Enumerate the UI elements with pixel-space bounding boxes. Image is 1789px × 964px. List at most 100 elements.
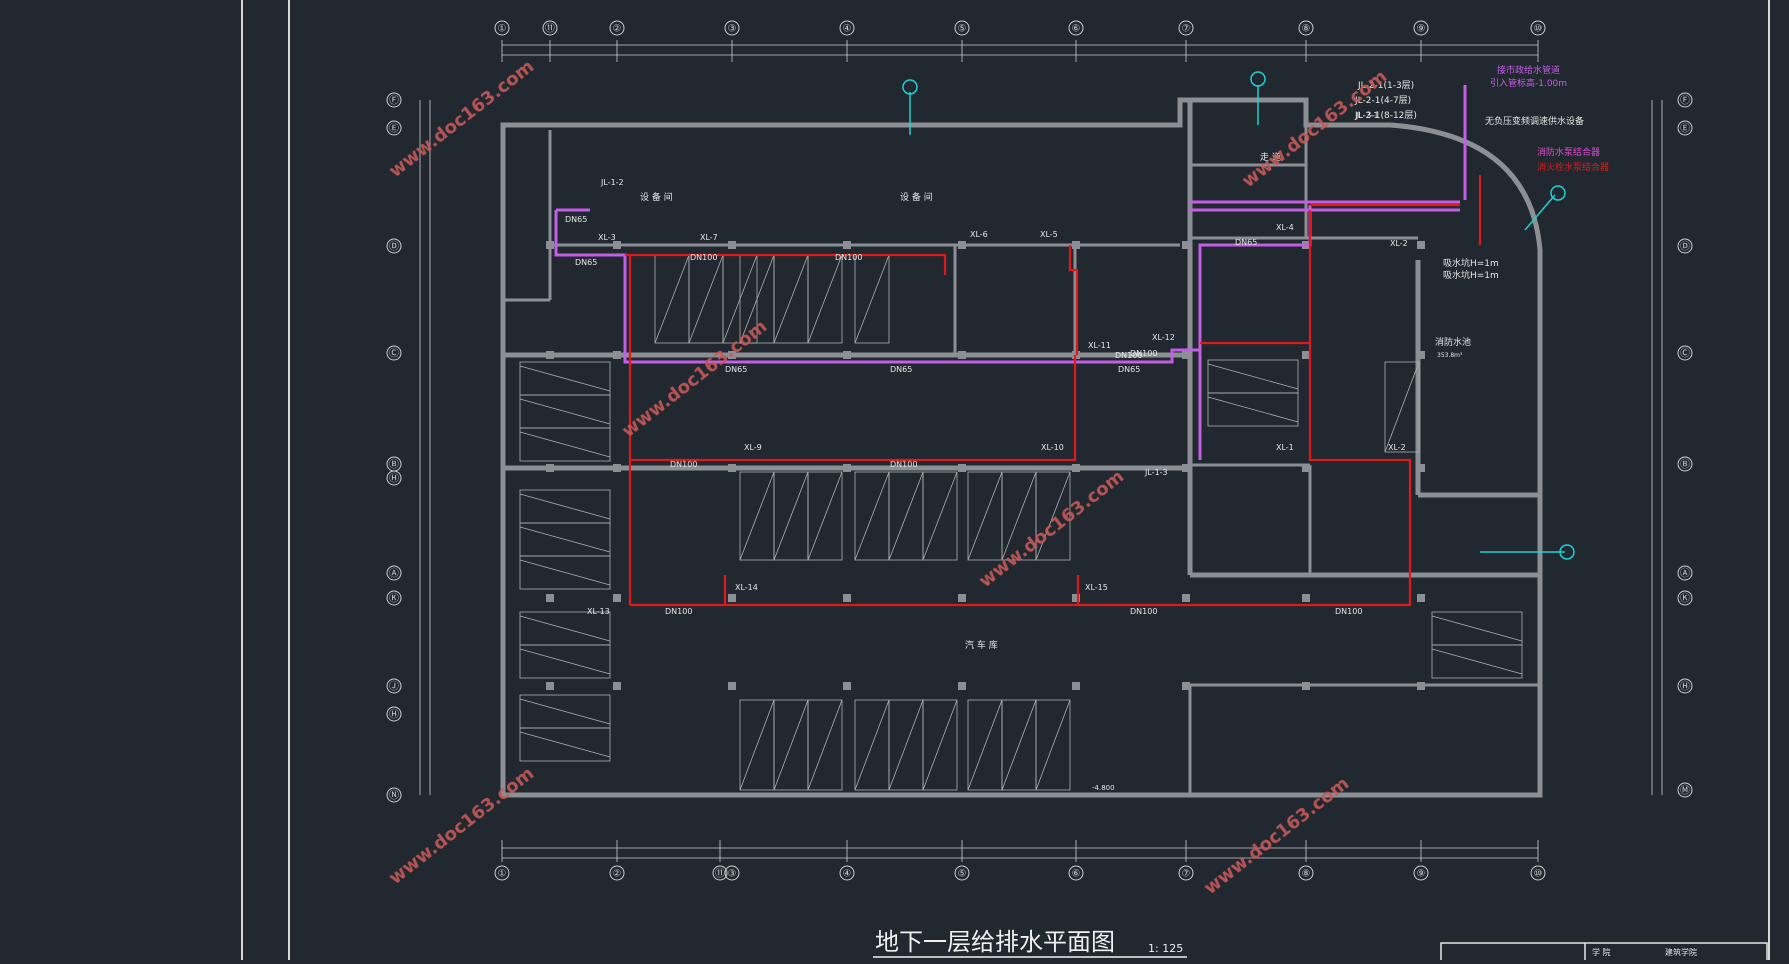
axis-bubble-left (386, 470, 402, 486)
axis-bubble-top-label: ⑪ (545, 23, 555, 35)
parking-stall-diagonal (519, 398, 611, 425)
column (843, 351, 851, 359)
pipe-label: DN100 (1115, 351, 1142, 360)
axis-bubble-bottom (954, 865, 970, 881)
column (1417, 351, 1425, 359)
axis-bubble-right (1677, 238, 1693, 254)
axis-bubble-right (1677, 590, 1693, 606)
column (1302, 682, 1310, 690)
note-suction-1: 吸水坑H=1m (1443, 257, 1499, 269)
axis-bubble-right (1677, 92, 1693, 108)
axis-bubble-right (1677, 456, 1693, 472)
riser-label: XL-12 (1152, 333, 1175, 342)
pipe-label: DN65 (725, 365, 747, 374)
parking-stall (519, 427, 611, 462)
interior-walls (503, 110, 1540, 795)
column (1072, 682, 1080, 690)
pipe-label: DN65 (1235, 238, 1257, 247)
parking-stall-diagonal (519, 731, 611, 758)
column (958, 464, 966, 472)
column (546, 594, 554, 602)
room-label-equipment-2: 设 备 间 (900, 191, 933, 203)
axis-bubble-top (1178, 20, 1194, 36)
axis-bubble-bottom-label: ⑩ (1534, 869, 1543, 880)
column (613, 241, 621, 249)
annotation-notes: 接市政给水管道 引入管标高-1.00m JL-2-1(1-3层) JL-2-1(… (1092, 64, 1609, 792)
pipe-label: DN100 (835, 253, 862, 262)
axis-bubble-bottom (1178, 865, 1194, 881)
parking-stall-diagonal (654, 254, 690, 344)
note-supply-entry-2: 引入管标高-1.00m (1490, 77, 1567, 89)
watermark: www.doc163.com (618, 316, 771, 442)
pipe-label: DN65 (1118, 365, 1140, 374)
parking-stall-diagonal (967, 471, 1003, 561)
parking-stall-diagonal (519, 648, 611, 675)
note-zone-3: JL-3-1(8-12层) (1354, 110, 1417, 121)
parking-stall-diagonal (1001, 699, 1037, 791)
column (1182, 351, 1190, 359)
axis-bubble-top (1530, 20, 1546, 36)
axis-bubble-left (386, 565, 402, 581)
column (1182, 594, 1190, 602)
dimension-left (419, 100, 431, 795)
supply-pipes (554, 85, 1467, 460)
column (1302, 351, 1310, 359)
pipe-label: DN100 (1130, 349, 1157, 358)
parking-stall-diagonal (1207, 363, 1299, 390)
axis-bubble-left (386, 787, 402, 803)
column (613, 351, 621, 359)
parking-stall-diagonal (888, 471, 924, 561)
riser-label: XL-5 (1040, 230, 1058, 239)
axis-bubble-bottom (609, 865, 625, 881)
column (546, 351, 554, 359)
axis-bubble-left-label: Ⓒ (389, 348, 399, 360)
parking-stall-diagonal (519, 698, 611, 725)
column (546, 464, 554, 472)
column (958, 241, 966, 249)
axis-bubble-bottom (1298, 865, 1314, 881)
axis-bubble-top-label: ⑥ (1072, 24, 1081, 35)
axis-bubble-bottom-label: ⑪ (715, 868, 725, 880)
axis-bubble-left-label: Ⓔ (389, 123, 399, 135)
watermark: www.doc163.com (385, 763, 538, 889)
axis-bubble-top (494, 20, 510, 36)
axis-bubble-left-label: Ⓗ (389, 709, 399, 721)
riser-label: XL-10 (1041, 443, 1064, 452)
column (728, 464, 736, 472)
column (1417, 464, 1425, 472)
dimension-top (501, 40, 1539, 62)
axis-bubble-left-label: Ⓓ (389, 241, 399, 253)
riser-label: JL-1-3 (1144, 468, 1168, 477)
riser-label: XL-2 (1390, 239, 1408, 248)
dimension-right (1651, 100, 1663, 795)
parking-stall (519, 727, 611, 762)
pipe-label: DN65 (890, 365, 912, 374)
parking-stall-diagonal (519, 431, 611, 458)
axis-bubble-left-label: Ⓚ (389, 593, 399, 605)
column (1417, 594, 1425, 602)
note-zone-2: JL-2-1(4-7层) (1354, 95, 1411, 106)
axis-bubble-top-label: ⑨ (1417, 24, 1426, 35)
riser-label: XL-3 (598, 233, 616, 242)
axis-bubble-bottom (839, 865, 855, 881)
axis-bubble-left-label: Ⓝ (389, 790, 399, 802)
parking-stall-diagonal (1384, 361, 1420, 453)
room-label-pool-volume: 353.8m³ (1437, 352, 1463, 359)
parking-stall (1035, 699, 1071, 791)
sheet-frame (241, 0, 1770, 960)
column (613, 594, 621, 602)
parking-stall (922, 471, 958, 561)
axis-bubble-top-label: ⑩ (1534, 24, 1543, 35)
axis-bubble-top-label: ③ (728, 24, 737, 35)
column (1182, 464, 1190, 472)
axis-bubble-top (724, 20, 740, 36)
parking-stall-diagonal (854, 471, 890, 561)
parking-stall-diagonal (773, 471, 809, 561)
parking-stalls (519, 254, 1523, 791)
column (958, 594, 966, 602)
axis-bubble-left-label: Ⓙ (389, 681, 399, 693)
drawing-title-text: 地下一层给排水平面图 (875, 928, 1115, 956)
